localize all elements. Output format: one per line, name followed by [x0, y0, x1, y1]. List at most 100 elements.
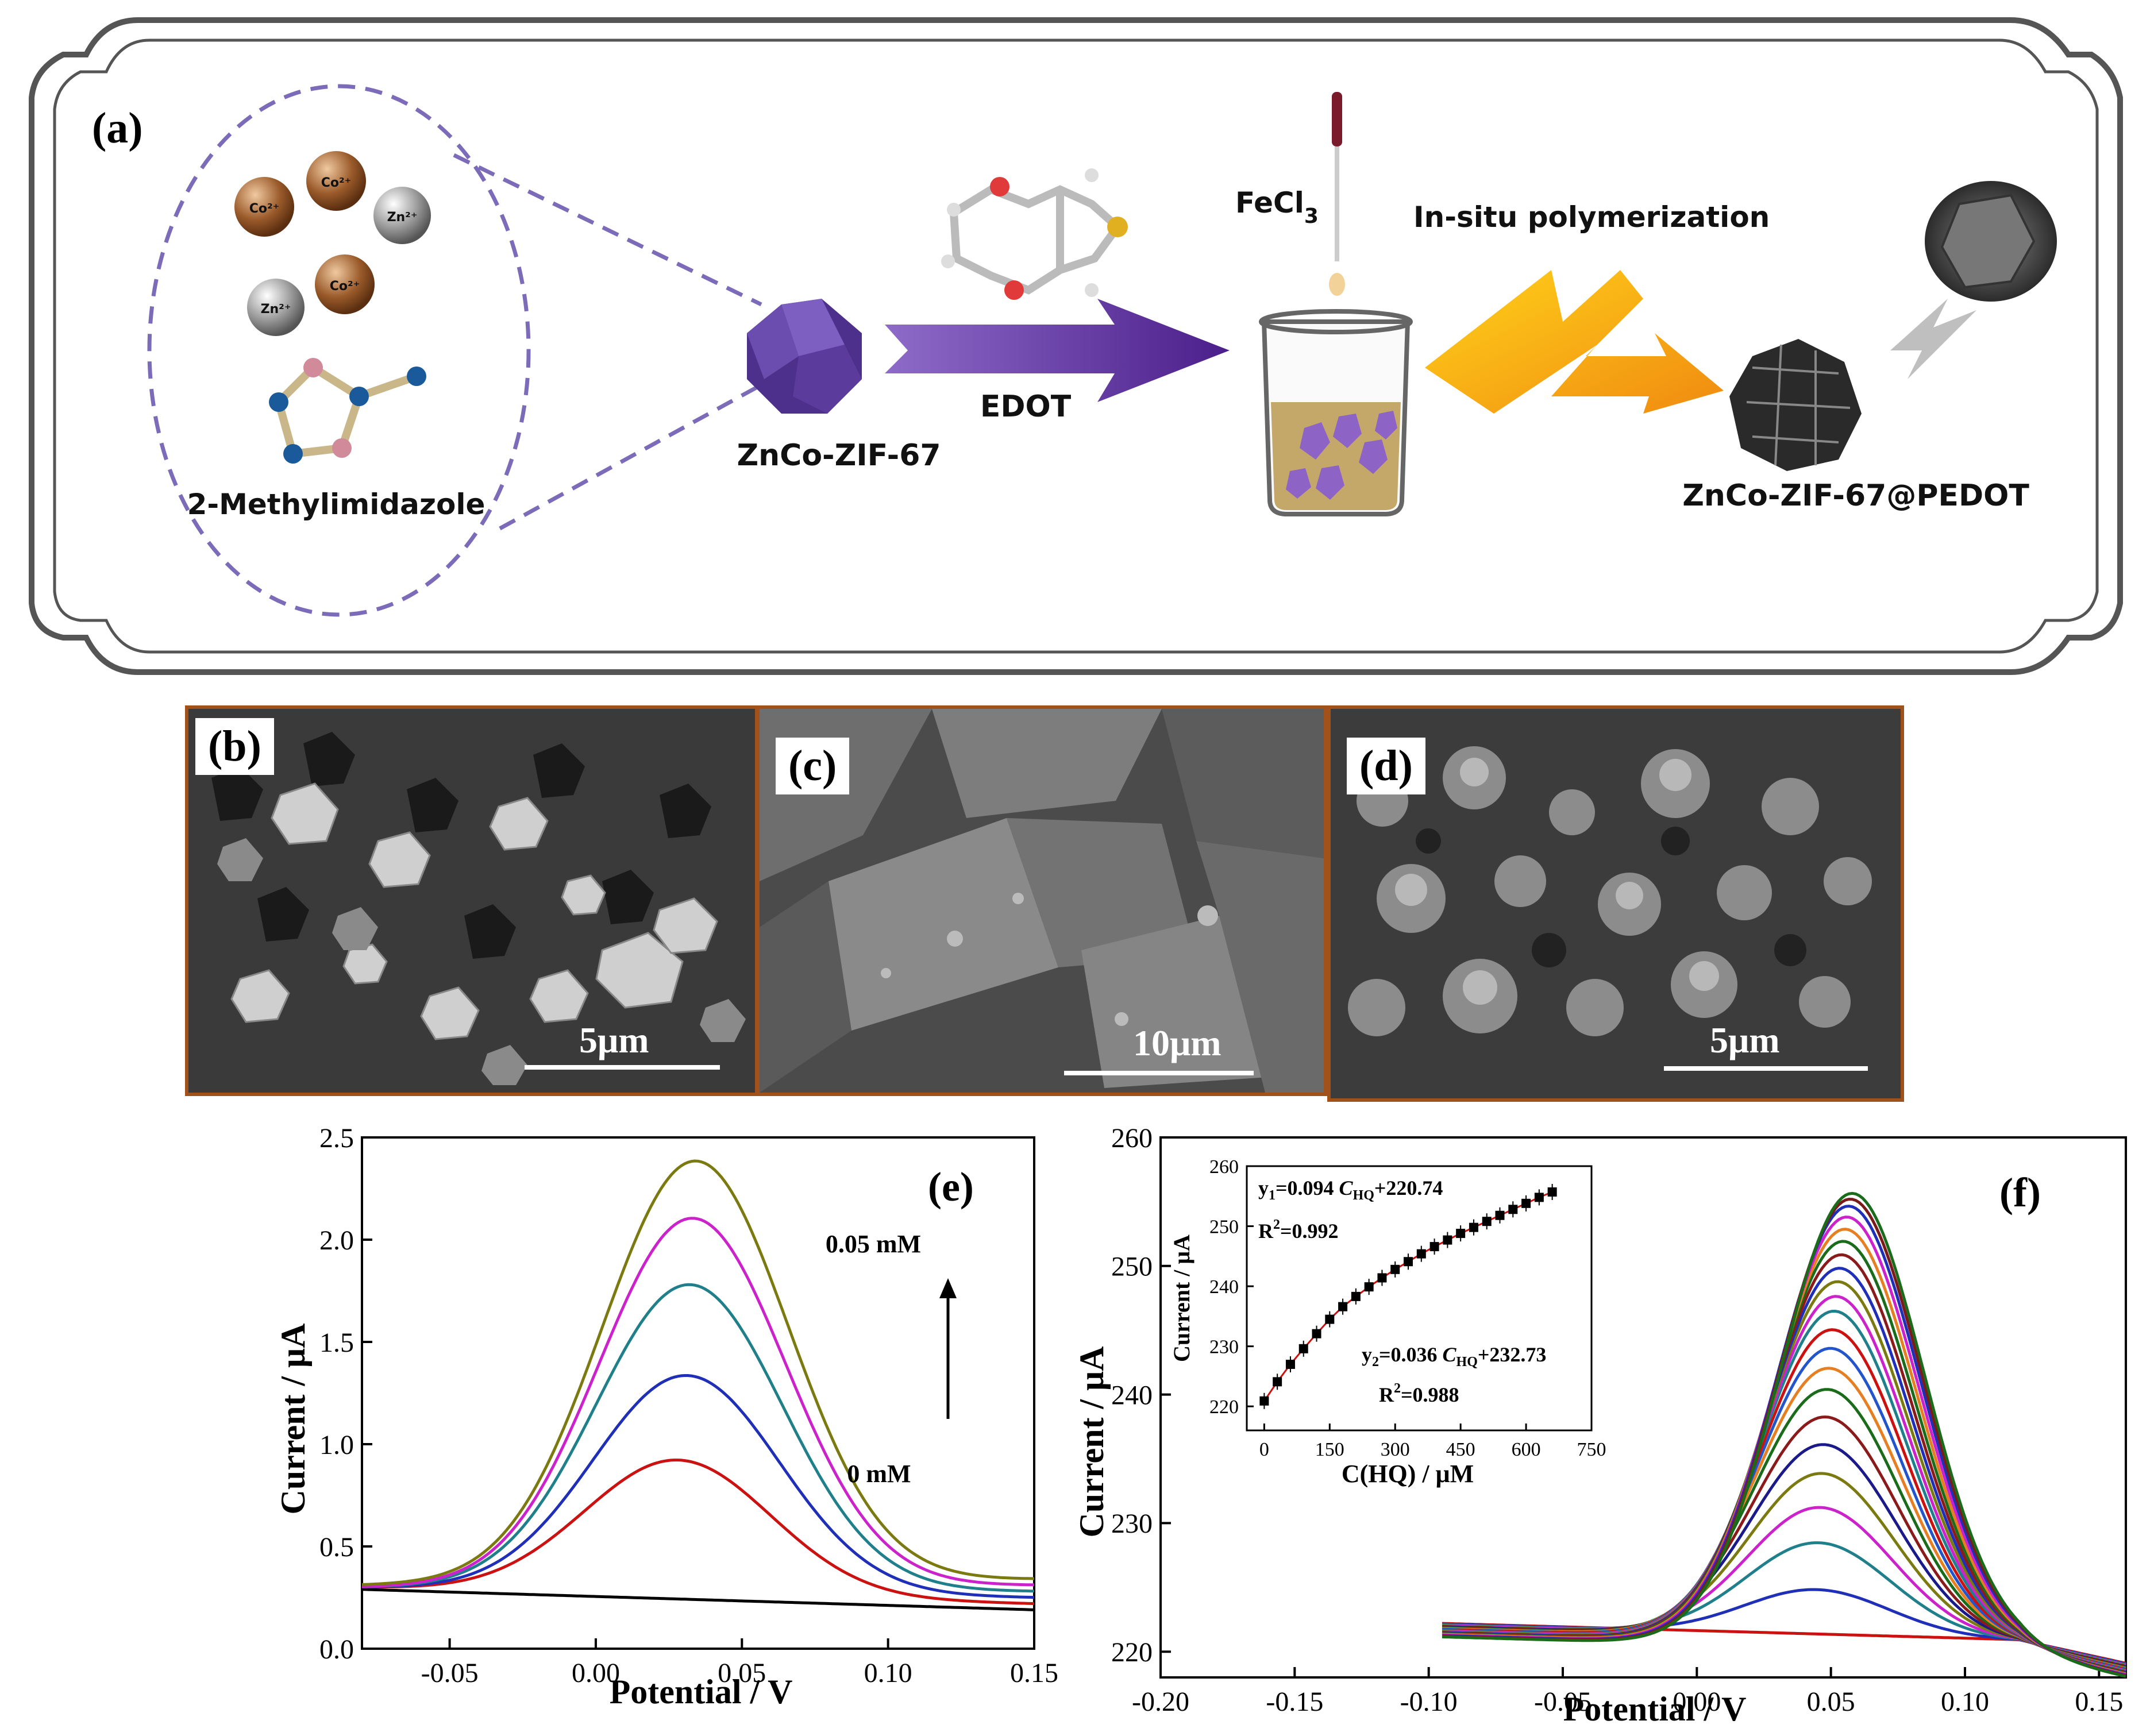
- chart-f-inset-point: [1469, 1222, 1478, 1232]
- precursor-dashed-ellipse: [147, 84, 531, 617]
- chart-e-series-5: [361, 1159, 1035, 1586]
- polymerization-arrow: [1425, 270, 1724, 414]
- scale-text-c: 10μm: [1133, 1023, 1222, 1063]
- chart-f-inset-r2: R2=0.988: [1379, 1381, 1459, 1406]
- chart-f-inset-eq2-part: =0.036: [1379, 1343, 1443, 1366]
- chart-f-inset-r2-part: R: [1379, 1383, 1394, 1406]
- chart-f-inset-r1-part: R: [1258, 1220, 1274, 1243]
- edot-arrow: [885, 299, 1230, 402]
- fecl3-label: FeCl3: [1235, 186, 1319, 228]
- chart-f-inset-ytick-label: 250: [1209, 1216, 1239, 1237]
- chart-f-inset-point: [1325, 1314, 1335, 1324]
- schematic-svg: Co²⁺ Co²⁺ Zn²⁺ Zn²⁺ Co²⁺ 2-Methylimidazo…: [29, 17, 2123, 675]
- chart-f-inset-r1-part: 2: [1273, 1217, 1280, 1232]
- chart-f-xtick-label: -0.10: [1400, 1687, 1458, 1717]
- chart-f-xtick-label: -0.20: [1132, 1687, 1189, 1717]
- chart-f-inset-eq2-part: HQ: [1456, 1355, 1478, 1369]
- chart-f-series-3: [1442, 1506, 2126, 1667]
- chart-f-inset-eq1-part: y: [1258, 1176, 1269, 1199]
- chart-e-frame: [361, 1136, 1035, 1650]
- scale-bar-d: [1664, 1066, 1868, 1071]
- chart-f-inset-eq1: y1=0.094 CHQ+220.74: [1258, 1176, 1443, 1203]
- ion-label-4: Zn²⁺: [261, 302, 291, 317]
- chart-f-series-21: [1442, 1191, 2126, 1678]
- beaker-icon: [1259, 309, 1413, 516]
- chart-f-inset-frame: [1246, 1165, 1593, 1432]
- product-label: ZnCo-ZIF-67@PEDOT: [1682, 479, 2029, 513]
- scale-bar-b: [525, 1065, 720, 1070]
- chart-f-inset-r2-part: =0.988: [1401, 1383, 1459, 1406]
- chart-e-series-2: [362, 1374, 1035, 1599]
- chart-f-inset-point: [1547, 1187, 1557, 1197]
- schematic-panel: Co²⁺ Co²⁺ Zn²⁺ Zn²⁺ Co²⁺ 2-Methylimidazo…: [0, 0, 2154, 689]
- chart-f-inset-point: [1404, 1257, 1413, 1267]
- panel-label-c: (c): [776, 738, 850, 794]
- chart-e-ytick-label: 2.5: [319, 1123, 354, 1154]
- chart-f-inset-xtick-label: 450: [1446, 1439, 1475, 1460]
- chart-f-inset-xtick-label: 150: [1315, 1439, 1344, 1460]
- chart-f-ytick-label: 250: [1111, 1252, 1153, 1282]
- chart-f-inset-r1: R2=0.992: [1258, 1217, 1339, 1243]
- chart-f-inset-eq1-part: =0.094: [1276, 1176, 1339, 1199]
- chart-f-xlabel: Potential / V: [1563, 1690, 1747, 1728]
- chart-f-xtick-label: -0.15: [1266, 1687, 1323, 1717]
- sem-inset-crystal: [1940, 194, 2036, 289]
- chart-f-inset-ytick-label: 230: [1209, 1337, 1239, 1358]
- zif-label: ZnCo-ZIF-67: [737, 438, 941, 473]
- methylimidazole-molecule-icon: [269, 358, 426, 464]
- chart-f-xtick-label: 0.10: [1941, 1687, 1989, 1717]
- ion-label-5: Co²⁺: [330, 279, 360, 294]
- scale-text-b: 5μm: [579, 1020, 649, 1060]
- chart-f-inset-eq2-part: 2: [1372, 1355, 1379, 1369]
- chart-f-xtick-label: -0.05: [1534, 1687, 1592, 1717]
- chart-f-xtick-label: 0.05: [1807, 1687, 1855, 1717]
- chart-f-inset-eq1-part: C: [1339, 1176, 1354, 1199]
- chart-f-inset-point: [1456, 1229, 1466, 1239]
- chart-e-xtick-label: 0.10: [864, 1658, 912, 1688]
- chart-f-inset-xtick-label: 300: [1381, 1439, 1410, 1460]
- chart-f-series-2: [1442, 1541, 2126, 1666]
- chart-f-inset-point: [1534, 1193, 1544, 1202]
- chart-f-inset-point: [1390, 1264, 1400, 1274]
- chart-f-inset-eq2-part: +232.73: [1478, 1343, 1547, 1366]
- chart-f-inset-eq2-part: y: [1362, 1343, 1372, 1366]
- ornate-frame: [29, 17, 2123, 675]
- polymerization-label: In-situ polymerization: [1413, 200, 1770, 234]
- scale-bar-c: [1064, 1071, 1254, 1075]
- panel-label-d: (d): [1347, 738, 1425, 794]
- chart-f-inset-xlabel: C(HQ) / μM: [1342, 1460, 1474, 1488]
- chart-e-ytick-label: 0.5: [319, 1532, 354, 1563]
- chart-e-annotation-top: 0.05 mM: [826, 1230, 921, 1258]
- chart-e-xlabel: Potential / V: [610, 1673, 793, 1711]
- chart-f-xtick-label: 0.00: [1673, 1687, 1721, 1717]
- chart-f-inset-ytick-label: 240: [1209, 1276, 1239, 1298]
- chart-e-ytick-label: 1.0: [319, 1430, 354, 1460]
- chart-e-series-4: [361, 1217, 1035, 1588]
- chart-e-xtick-label: 0.15: [1010, 1658, 1057, 1688]
- chart-f-inset-point: [1298, 1344, 1308, 1353]
- chart-f-inset-point: [1521, 1198, 1531, 1208]
- sem-panel-c: (c) 10μm: [756, 705, 1327, 1096]
- chart-f-inset-point: [1364, 1282, 1374, 1292]
- chart-f-ytick-label: 260: [1111, 1123, 1153, 1154]
- dashed-connector-bottom: [499, 383, 762, 531]
- chart-f-inset-point: [1482, 1217, 1492, 1226]
- chart-f-inset-eq1-part: 1: [1269, 1188, 1276, 1203]
- chart-e-annotation-bottom: 0 mM: [847, 1460, 911, 1488]
- chart-f-inset-xtick-label: 600: [1512, 1439, 1541, 1460]
- scale-text-d: 5μm: [1710, 1020, 1780, 1060]
- chart-f-inset-point: [1508, 1205, 1518, 1214]
- sem-panel-d: (d) 5μm: [1327, 705, 1904, 1102]
- edot-molecule-icon: [941, 168, 1128, 300]
- chart-e-xtick-label: -0.05: [421, 1658, 479, 1688]
- chart-f-inset-r2-part: 2: [1394, 1381, 1401, 1396]
- chart-f-inset-ytick-label: 260: [1209, 1156, 1239, 1178]
- chart-f-inset-eq2: y2=0.036 CHQ+232.73: [1362, 1343, 1546, 1369]
- chart-f-inset-point: [1259, 1396, 1269, 1406]
- chart-f-inset-xtick-label: 0: [1259, 1439, 1269, 1460]
- methylimidazole-label: 2-Methylimidazole: [187, 488, 485, 521]
- chart-f-inset-point: [1338, 1302, 1348, 1311]
